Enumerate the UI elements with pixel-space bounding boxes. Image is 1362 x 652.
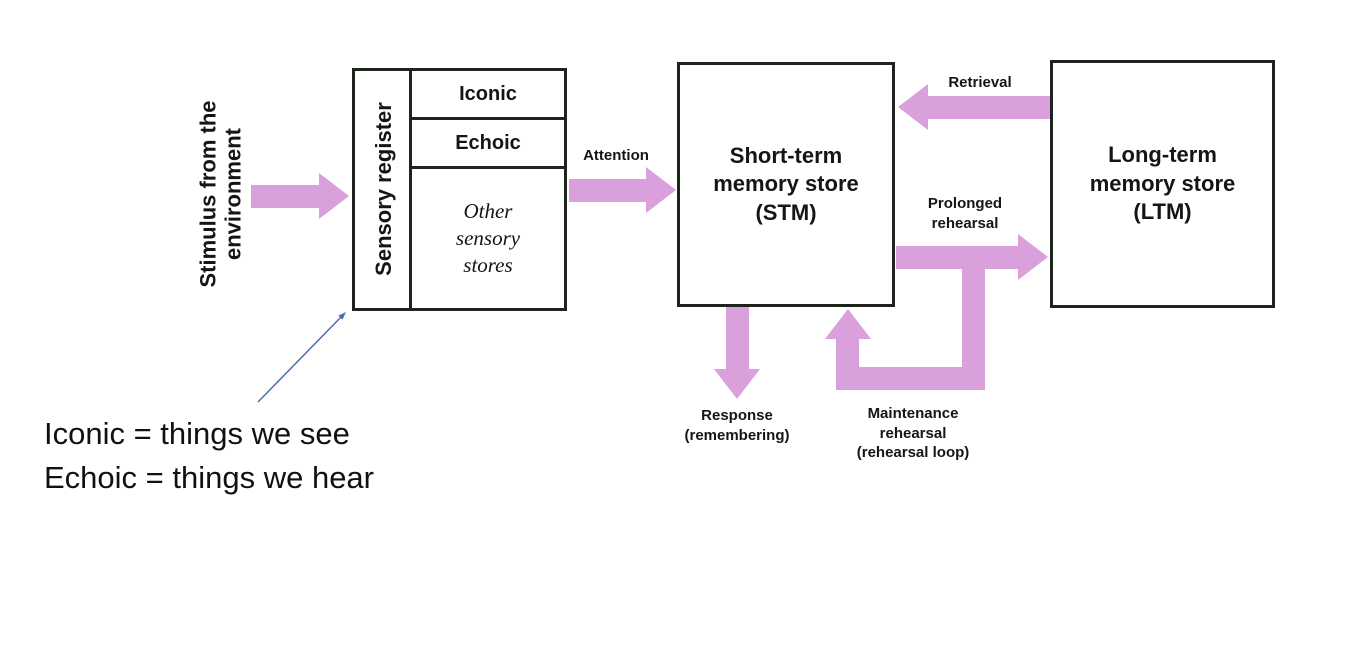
- rehearsal-loop-arrow-icon: [825, 309, 871, 339]
- attention-label: Attention: [583, 147, 649, 164]
- stm-box: Short-term memory store (STM): [677, 62, 895, 307]
- sensory-register-rows: Iconic Echoic Other sensory stores: [412, 71, 564, 308]
- sensory-register-title: Sensory register: [371, 102, 396, 276]
- prolonged-rehearsal-arrow-shaft: [896, 246, 1018, 269]
- retrieval-label: Retrieval: [948, 74, 1012, 91]
- sensory-register-title-cell: [355, 71, 412, 308]
- rehearsal-loop-down-segment: [962, 258, 985, 390]
- attention-arrow-shaft: [569, 179, 646, 202]
- sensory-register-box: Iconic Echoic Other sensory stores: [352, 68, 567, 311]
- rehearsal-loop-horizontal-segment: [836, 367, 985, 390]
- rehearsal-loop-up-segment: [836, 338, 859, 390]
- annotation-text: Iconic = things we see Echoic = things w…: [44, 416, 374, 496]
- response-arrow-shaft: [726, 307, 749, 369]
- stimulus-label: Stimulus from the environment: [195, 100, 246, 288]
- prolonged-rehearsal-label: Prolonged rehearsal: [927, 195, 1003, 232]
- stimulus-arrow-shaft: [251, 185, 319, 208]
- response-arrow-icon: [714, 369, 760, 399]
- retrieval-arrow-shaft: [928, 96, 1050, 119]
- prolonged-rehearsal-arrow-icon: [1018, 234, 1048, 280]
- attention-arrow-icon: [646, 167, 676, 213]
- other-sensory-stores-cell: Other sensory stores: [455, 198, 521, 278]
- maintenance-rehearsal-label: Maintenance rehearsal (rehearsal loop): [856, 405, 970, 461]
- iconic-cell: Iconic: [412, 71, 564, 120]
- response-label: Response (remembering): [684, 407, 790, 444]
- stimulus-arrow-icon: [319, 173, 349, 219]
- annotation-arrow-icon: [257, 312, 346, 403]
- echoic-cell: Echoic: [412, 120, 564, 169]
- retrieval-arrow-icon: [898, 84, 928, 130]
- ltm-box: Long-term memory store (LTM): [1050, 60, 1275, 308]
